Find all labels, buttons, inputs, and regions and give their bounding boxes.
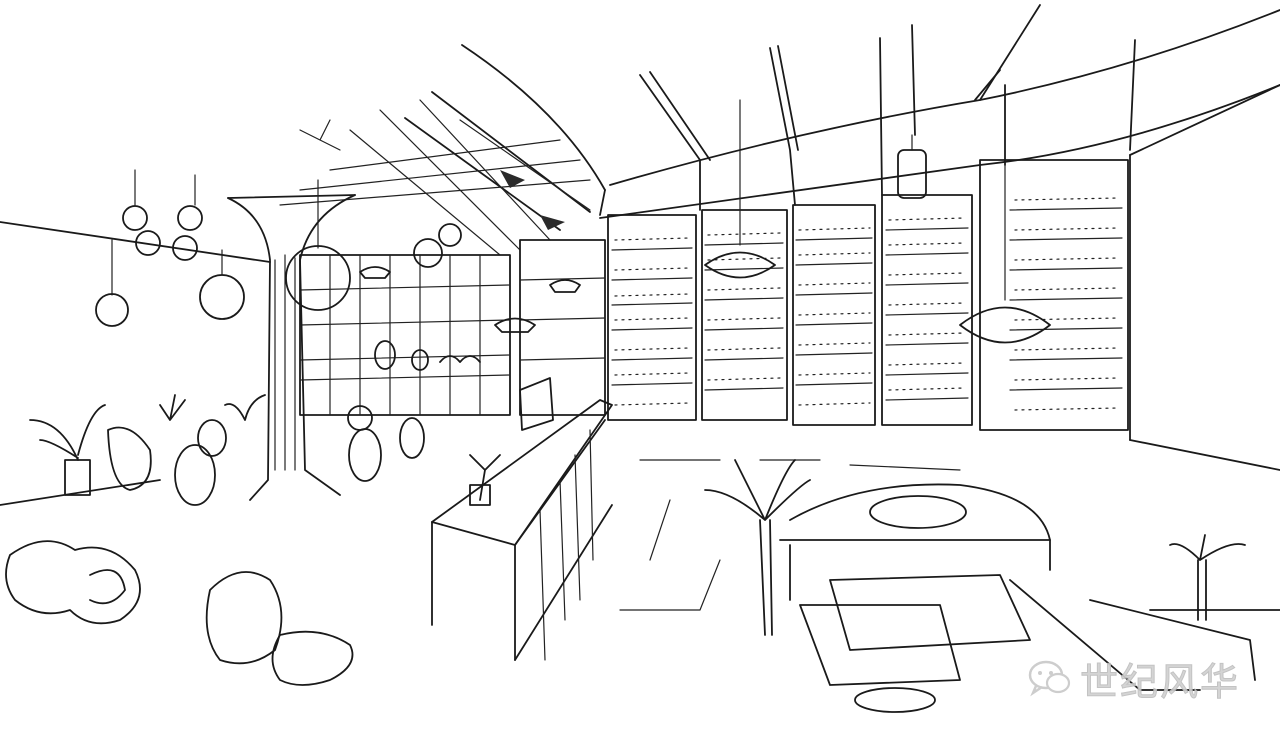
lounge-area [29,394,425,506]
skylight-lattice [279,91,591,256]
back-shelf-left [299,239,606,416]
roof-beams [639,24,1136,211]
wechat-icon [1028,660,1071,697]
tree-column [227,194,356,501]
pendant-lamps [95,99,1051,344]
floor-and-seating [619,459,1280,713]
bar-counter [431,377,613,661]
watermark: 世纪风华 [1028,655,1240,704]
foreground-seats [5,540,354,686]
watermark-text: 世纪风华 [1079,659,1241,704]
bookshelves [607,159,1129,431]
